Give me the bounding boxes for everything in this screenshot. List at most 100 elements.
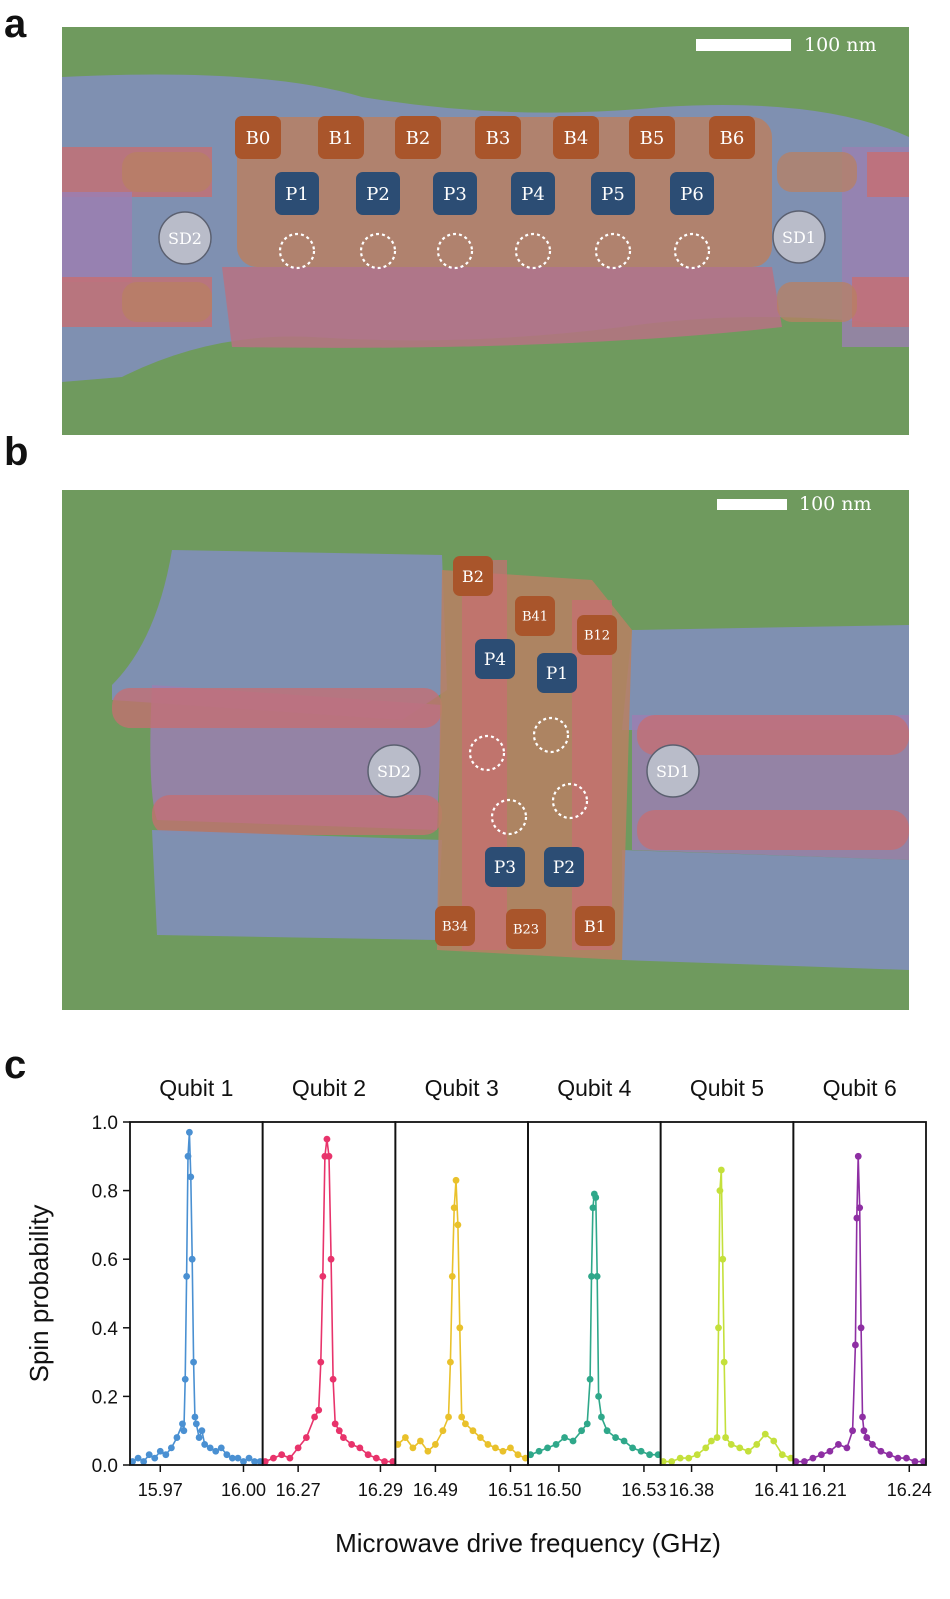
qubit-panel-title: Qubit 1 bbox=[159, 1075, 233, 1101]
data-point bbox=[903, 1454, 910, 1462]
data-point bbox=[853, 1214, 861, 1222]
data-point bbox=[179, 1420, 186, 1428]
data-point bbox=[835, 1441, 842, 1448]
panel-a-plunger-p4: P4 bbox=[511, 172, 555, 215]
subplot-frame bbox=[129, 1121, 264, 1466]
data-point bbox=[702, 1444, 710, 1452]
data-point bbox=[499, 1447, 507, 1455]
data-point bbox=[145, 1451, 153, 1459]
data-point bbox=[454, 1221, 462, 1229]
data-point bbox=[450, 1204, 458, 1212]
data-point bbox=[736, 1444, 744, 1452]
data-point bbox=[469, 1427, 477, 1435]
series-line bbox=[264, 1139, 393, 1463]
data-point bbox=[583, 1420, 591, 1428]
svg-text:B5: B5 bbox=[640, 128, 665, 149]
panel-b-quantum-dot bbox=[551, 782, 589, 820]
subplot-frame bbox=[792, 1121, 927, 1466]
data-point bbox=[719, 1255, 727, 1263]
data-point bbox=[676, 1454, 684, 1462]
data-point bbox=[809, 1454, 817, 1462]
data-point bbox=[340, 1434, 347, 1441]
panel-b-barrier-b23: B23 bbox=[506, 909, 546, 949]
y-tick-label: 0.2 bbox=[92, 1387, 118, 1408]
data-point bbox=[319, 1272, 327, 1280]
data-point bbox=[188, 1255, 196, 1263]
panel-a-plunger-p5: P5 bbox=[591, 172, 635, 215]
svg-text:P3: P3 bbox=[494, 858, 516, 878]
svg-text:B3: B3 bbox=[486, 128, 511, 149]
data-point bbox=[620, 1437, 628, 1445]
panel-a-scale-label: 100 nm bbox=[804, 34, 877, 56]
data-point bbox=[372, 1454, 380, 1462]
data-point bbox=[753, 1441, 761, 1448]
panel-a-scale-bar bbox=[696, 39, 791, 51]
data-point bbox=[186, 1128, 193, 1136]
data-point bbox=[507, 1444, 514, 1452]
svg-text:B12: B12 bbox=[584, 629, 610, 644]
svg-text:B6: B6 bbox=[720, 128, 745, 149]
panel-b-scale-label: 100 nm bbox=[799, 493, 872, 515]
panel-a-quantum-dot bbox=[278, 232, 316, 270]
data-point bbox=[603, 1427, 611, 1435]
x-tick-label: 16.53 bbox=[621, 1480, 666, 1500]
panel-a-barrier-b0: B0 bbox=[235, 116, 281, 159]
data-point bbox=[381, 1458, 388, 1465]
panel-a-plunger-p6: P6 bbox=[670, 172, 714, 215]
panel-b-scale-bar bbox=[717, 499, 787, 510]
data-point bbox=[589, 1204, 597, 1212]
svg-text:B4: B4 bbox=[564, 128, 589, 149]
data-point bbox=[401, 1434, 409, 1441]
data-point bbox=[770, 1437, 778, 1445]
y-tick-label: 0.0 bbox=[92, 1456, 118, 1477]
x-tick-label: 16.24 bbox=[887, 1480, 932, 1500]
panel-b-quantum-dot bbox=[468, 734, 506, 772]
data-point bbox=[588, 1272, 595, 1280]
data-point bbox=[212, 1447, 220, 1455]
panel-b-barrier-b1: B1 bbox=[575, 906, 615, 946]
data-point bbox=[629, 1444, 637, 1452]
data-point bbox=[173, 1434, 181, 1441]
panel-c-letter: c bbox=[4, 1043, 27, 1087]
data-point bbox=[911, 1458, 919, 1465]
panel-a-plunger-p3: P3 bbox=[433, 172, 477, 215]
data-point bbox=[364, 1451, 372, 1459]
data-point bbox=[761, 1430, 769, 1438]
x-tick-label: 16.51 bbox=[488, 1480, 533, 1500]
x-tick-label: 16.00 bbox=[221, 1480, 266, 1500]
data-point bbox=[854, 1152, 862, 1160]
data-point bbox=[561, 1434, 568, 1441]
data-point bbox=[544, 1444, 551, 1452]
data-point bbox=[586, 1375, 594, 1383]
panel-b-letter: b bbox=[4, 430, 29, 474]
x-tick-label: 16.49 bbox=[413, 1480, 458, 1500]
data-point bbox=[162, 1451, 170, 1459]
svg-text:SD1: SD1 bbox=[782, 228, 816, 247]
data-point bbox=[800, 1458, 808, 1465]
panel-b-barrier-b2: B2 bbox=[453, 556, 493, 596]
data-point bbox=[439, 1427, 447, 1435]
panel-b-sensor-sd2: SD2 bbox=[367, 744, 421, 798]
data-point bbox=[593, 1272, 601, 1280]
svg-text:SD2: SD2 bbox=[377, 762, 411, 781]
data-point bbox=[778, 1451, 786, 1459]
panel-a-quantum-dot bbox=[594, 232, 632, 270]
svg-text:B1: B1 bbox=[584, 917, 606, 936]
panel-b-plunger-p1: P1 bbox=[537, 653, 577, 693]
svg-text:B1: B1 bbox=[329, 128, 354, 149]
panel-a-quantum-dot bbox=[673, 232, 711, 270]
svg-text:P4: P4 bbox=[521, 184, 545, 205]
data-point bbox=[294, 1444, 302, 1452]
panel-a-barrier-b2: B2 bbox=[395, 116, 441, 159]
subplot-frame bbox=[659, 1121, 795, 1466]
data-point bbox=[432, 1441, 439, 1448]
data-point bbox=[445, 1413, 452, 1421]
data-point bbox=[183, 1272, 191, 1280]
data-point bbox=[886, 1451, 893, 1459]
data-point bbox=[140, 1458, 148, 1465]
data-point bbox=[595, 1393, 602, 1400]
